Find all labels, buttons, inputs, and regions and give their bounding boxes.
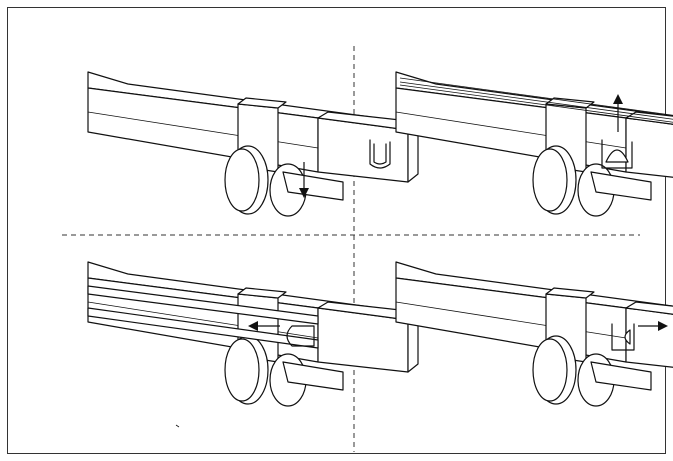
arrow-down-icon <box>299 162 309 198</box>
arrow-right-icon <box>638 321 668 331</box>
panel-top-left <box>87 71 419 217</box>
panel-top-right <box>395 71 673 217</box>
arrow-left-icon <box>248 321 280 331</box>
arrow-up-icon <box>613 94 623 132</box>
panel-bottom-left <box>87 261 419 407</box>
panel-bottom-right <box>395 261 673 407</box>
figure-frame <box>7 7 666 454</box>
